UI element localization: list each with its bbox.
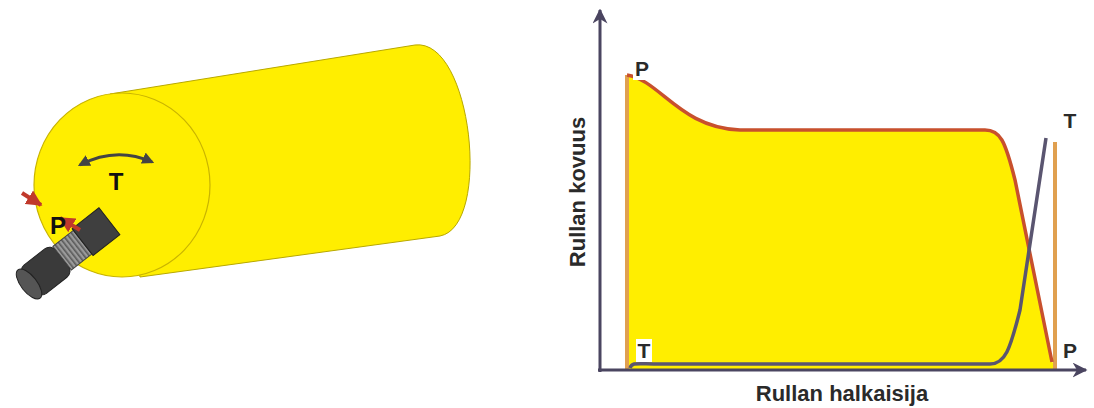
core-line bbox=[625, 75, 629, 370]
hardness-area bbox=[627, 75, 1055, 370]
curve-label: P bbox=[1061, 339, 1079, 362]
pressure-arrow bbox=[22, 193, 41, 205]
roll-end-face bbox=[34, 93, 210, 277]
tension-curve bbox=[630, 138, 1046, 368]
pressure-label: P bbox=[48, 213, 68, 239]
x-axis bbox=[598, 369, 1086, 372]
tension-label: T bbox=[107, 169, 126, 195]
y-axis bbox=[599, 10, 602, 372]
axis-title: Rullan halkaisija bbox=[754, 382, 930, 406]
roll-illustration bbox=[12, 45, 470, 303]
curve-label: T bbox=[1062, 109, 1079, 132]
curve-label: T bbox=[636, 339, 653, 362]
hardness-chart bbox=[598, 10, 1086, 372]
surface-line bbox=[1053, 142, 1057, 370]
curve-label: P bbox=[633, 57, 651, 80]
tension-arrow bbox=[80, 155, 152, 165]
roll-shaft bbox=[12, 207, 121, 303]
axis-title: Rullan kovuus bbox=[566, 115, 590, 269]
pressure-curve bbox=[627, 75, 1052, 362]
